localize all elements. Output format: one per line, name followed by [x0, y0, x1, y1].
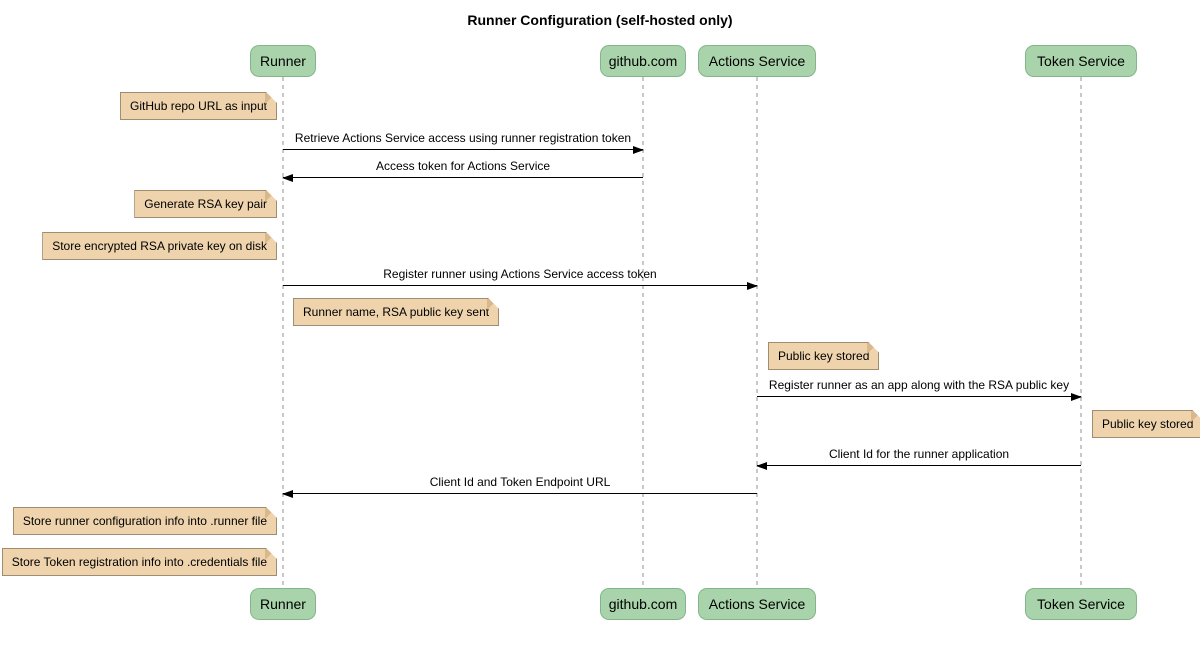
- note-runner-name-sent: Runner name, RSA public key sent: [293, 298, 499, 326]
- arrowhead-left-icon: [756, 462, 767, 470]
- arrowhead-left-icon: [282, 174, 293, 182]
- note-store-runner-file: Store runner configuration info into .ru…: [13, 507, 277, 535]
- message-line: [283, 284, 757, 286]
- lifeline-runner: [282, 77, 284, 588]
- message-label: Client Id for the runner application: [828, 447, 1010, 461]
- diagram-title: Runner Configuration (self-hosted only): [467, 12, 733, 28]
- lifeline-token-service: [1080, 77, 1082, 588]
- note-public-key-stored-actions: Public key stored: [768, 342, 879, 370]
- message-line: [283, 176, 643, 178]
- message-label: Retrieve Actions Service access using ru…: [294, 131, 632, 145]
- message-register-runner-app: Register runner as an app along with the…: [757, 377, 1082, 401]
- arrowhead-right-icon: [633, 146, 644, 154]
- message-line: [283, 148, 643, 150]
- message-line: [757, 395, 1081, 397]
- lifeline-github: [642, 77, 644, 588]
- participant-token-service-bottom: Token Service: [1025, 588, 1137, 620]
- note-github-repo-url: GitHub repo URL as input: [120, 92, 277, 120]
- note-public-key-stored-token: Public key stored: [1092, 410, 1200, 438]
- message-line: [283, 492, 757, 494]
- participant-github-bottom: github.com: [600, 588, 686, 620]
- note-store-credentials-file: Store Token registration info into .cred…: [2, 548, 277, 576]
- message-register-runner: Register runner using Actions Service ac…: [283, 266, 758, 290]
- arrowhead-left-icon: [282, 490, 293, 498]
- message-client-id-runner-app: Client Id for the runner application: [756, 446, 1081, 470]
- message-line: [757, 464, 1081, 466]
- note-store-private-key: Store encrypted RSA private key on disk: [42, 232, 277, 260]
- note-generate-rsa-key: Generate RSA key pair: [134, 190, 277, 218]
- message-client-id-endpoint: Client Id and Token Endpoint URL: [282, 474, 757, 498]
- participant-token-service-top: Token Service: [1025, 45, 1137, 77]
- message-label: Register runner as an app along with the…: [768, 378, 1070, 392]
- participant-github-top: github.com: [600, 45, 686, 77]
- participant-runner-top: Runner: [250, 45, 316, 77]
- message-label: Client Id and Token Endpoint URL: [429, 475, 611, 489]
- participant-actions-service-bottom: Actions Service: [698, 588, 816, 620]
- arrowhead-right-icon: [747, 282, 758, 290]
- message-label: Access token for Actions Service: [375, 159, 551, 173]
- participant-runner-bottom: Runner: [250, 588, 316, 620]
- arrowhead-right-icon: [1071, 393, 1082, 401]
- lifeline-actions-service: [756, 77, 758, 588]
- message-retrieve-actions-access: Retrieve Actions Service access using ru…: [283, 130, 644, 154]
- participant-actions-service-top: Actions Service: [698, 45, 816, 77]
- message-access-token: Access token for Actions Service: [282, 158, 643, 182]
- message-label: Register runner using Actions Service ac…: [383, 267, 657, 281]
